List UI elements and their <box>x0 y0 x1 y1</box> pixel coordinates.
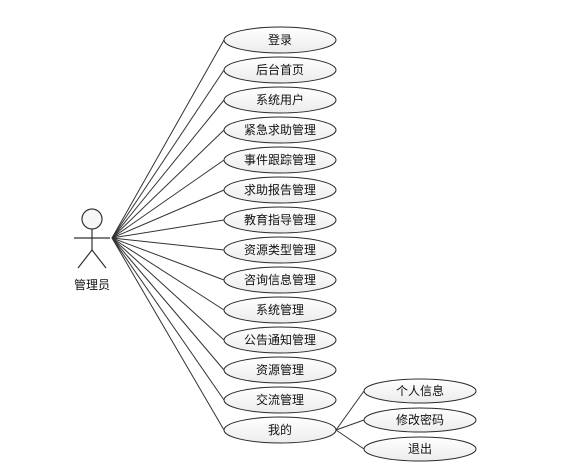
assoc-line-backend-home <box>111 69 225 239</box>
use-case-notice-mgmt-ellipse[interactable] <box>223 326 337 354</box>
assoc-line-help-report-mgmt <box>111 189 225 239</box>
use-case-backend-home-label: 后台首页 <box>256 62 304 77</box>
use-case-resource-type-mgmt-label: 资源类型管理 <box>244 242 316 257</box>
sub-use-case-logout[interactable]: 退出 <box>363 436 477 462</box>
use-case-exchange-mgmt-label: 交流管理 <box>256 392 304 407</box>
use-case-help-report-mgmt[interactable]: 求助报告管理 <box>223 176 337 204</box>
assoc-line-exchange-mgmt <box>111 237 225 401</box>
use-case-education-guide-mgmt-ellipse[interactable] <box>223 206 337 234</box>
use-case-resource-type-mgmt-ellipse[interactable] <box>223 236 337 264</box>
use-case-notice-mgmt[interactable]: 公告通知管理 <box>223 326 337 354</box>
sub-use-case-logout-ellipse[interactable] <box>363 436 477 462</box>
use-case-backend-home-ellipse[interactable] <box>223 56 337 84</box>
sub-use-case-change-password[interactable]: 修改密码 <box>363 407 477 433</box>
use-case-system-users-ellipse[interactable] <box>223 86 337 114</box>
use-case-help-report-mgmt-label: 求助报告管理 <box>244 182 316 197</box>
sub-use-case-personal-info-label: 个人信息 <box>396 383 444 398</box>
use-case-system-mgmt-ellipse[interactable] <box>223 296 337 324</box>
use-case-resource-type-mgmt[interactable]: 资源类型管理 <box>223 236 337 264</box>
use-case-notice-mgmt-label: 公告通知管理 <box>244 332 316 347</box>
use-case-emergency-help-mgmt[interactable]: 紧急求助管理 <box>223 116 337 144</box>
use-case-education-guide-mgmt-label: 教育指导管理 <box>244 212 316 227</box>
assoc-line-resource-mgmt <box>111 237 225 371</box>
actor-right-leg <box>91 249 107 269</box>
use-case-emergency-help-mgmt-label: 紧急求助管理 <box>244 122 316 137</box>
use-case-mine-label: 我的 <box>268 422 292 437</box>
use-cases: 登录后台首页系统用户紧急求助管理事件跟踪管理求助报告管理教育指导管理资源类型管理… <box>223 26 337 444</box>
sub-use-case-personal-info-ellipse[interactable] <box>363 378 477 404</box>
sub-assoc-line-personal-info <box>335 390 365 431</box>
sub-assoc-line-change-password <box>335 419 365 431</box>
use-case-system-users-label: 系统用户 <box>256 92 304 107</box>
use-case-resource-mgmt-label: 资源管理 <box>256 362 304 377</box>
assoc-line-event-tracking-mgmt <box>111 159 225 239</box>
use-case-system-mgmt[interactable]: 系统管理 <box>223 296 337 324</box>
assoc-line-notice-mgmt <box>111 237 225 341</box>
assoc-line-system-users <box>111 99 225 239</box>
sub-use-case-change-password-ellipse[interactable] <box>363 407 477 433</box>
use-case-login[interactable]: 登录 <box>223 26 337 54</box>
sub-use-case-logout-label: 退出 <box>408 442 432 456</box>
assoc-line-education-guide-mgmt <box>111 219 225 239</box>
use-case-emergency-help-mgmt-ellipse[interactable] <box>223 116 337 144</box>
actor-head <box>81 208 103 230</box>
use-case-consult-info-mgmt[interactable]: 咨询信息管理 <box>223 266 337 294</box>
use-case-login-label: 登录 <box>268 32 292 47</box>
actor-left-leg <box>77 249 93 269</box>
use-case-education-guide-mgmt[interactable]: 教育指导管理 <box>223 206 337 234</box>
use-case-event-tracking-mgmt[interactable]: 事件跟踪管理 <box>223 146 337 174</box>
assoc-line-consult-info-mgmt <box>111 237 225 281</box>
use-case-resource-mgmt-ellipse[interactable] <box>223 356 337 384</box>
use-case-help-report-mgmt-ellipse[interactable] <box>223 176 337 204</box>
use-case-resource-mgmt[interactable]: 资源管理 <box>223 356 337 384</box>
use-case-mine[interactable]: 我的 <box>223 416 337 444</box>
use-case-exchange-mgmt[interactable]: 交流管理 <box>223 386 337 414</box>
use-case-event-tracking-mgmt-ellipse[interactable] <box>223 146 337 174</box>
use-case-event-tracking-mgmt-label: 事件跟踪管理 <box>244 152 316 167</box>
assoc-line-emergency-help-mgmt <box>111 129 225 239</box>
assoc-line-mine <box>111 237 225 431</box>
use-case-backend-home[interactable]: 后台首页 <box>223 56 337 84</box>
use-case-exchange-mgmt-ellipse[interactable] <box>223 386 337 414</box>
sub-assoc-line-logout <box>335 429 365 450</box>
actor-admin: 管理员 <box>74 208 110 292</box>
use-case-consult-info-mgmt-ellipse[interactable] <box>223 266 337 294</box>
sub-use-case-personal-info[interactable]: 个人信息 <box>363 378 477 404</box>
sub-use-case-change-password-label: 修改密码 <box>396 412 444 427</box>
use-case-system-mgmt-label: 系统管理 <box>256 302 304 317</box>
use-case-consult-info-mgmt-label: 咨询信息管理 <box>244 272 316 287</box>
actor-label: 管理员 <box>74 277 110 292</box>
use-case-mine-ellipse[interactable] <box>223 416 337 444</box>
use-case-system-users[interactable]: 系统用户 <box>223 86 337 114</box>
assoc-line-system-mgmt <box>111 237 225 311</box>
association-lines <box>111 39 365 450</box>
use-case-login-ellipse[interactable] <box>223 26 337 54</box>
assoc-line-resource-type-mgmt <box>111 237 225 251</box>
assoc-line-login <box>111 39 225 239</box>
